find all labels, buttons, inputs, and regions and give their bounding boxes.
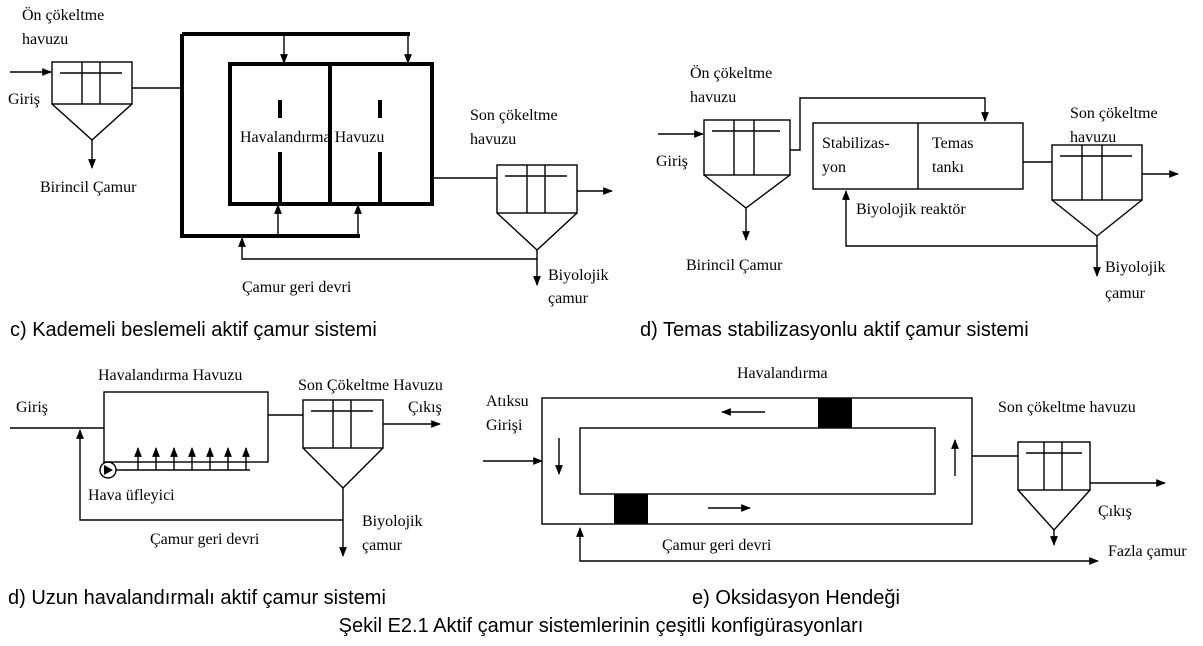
d1-stabilization-label-1: Stabilizas- [822,135,890,152]
c-caption: c) Kademeli beslemeli aktif çamur sistem… [10,319,377,341]
e-recycle-label: Çamur geri devri [662,537,772,554]
c-final-settler-label-2: havuzu [470,131,516,148]
e-inlet-label-2: Girişi [486,417,523,434]
d1-final-settler-label-1: Son çökeltme [1070,105,1158,122]
c-step-feed-header [180,32,410,238]
d1-bio-sludge-label-2: çamur [1105,285,1146,302]
e-final-settler [1017,441,1091,532]
c-recycle-line [238,237,537,260]
e-inlet-label-1: Atıksu [486,393,529,410]
c-primary-settler-label-1: Ön çökeltme [22,6,104,24]
d1-primary-settler [703,119,791,209]
d2-bio-sludge-label-1: Biyolojik [362,513,422,530]
d1-reactor-label: Biyolojik reaktör [856,201,966,218]
d2-bio-sludge-label-2: çamur [362,537,403,554]
d1-feed-line [790,97,989,151]
d1-stabilization-label-2: yon [822,159,846,176]
d1-final-settler-label-2: havuzu [1070,129,1116,146]
d1-recycle-line [842,190,1097,247]
d1-bio-sludge-label-1: Biyolojik [1105,259,1165,276]
d1-contact-tank-label-1: Temas [932,135,974,152]
d2-recycle-line [76,429,343,521]
d2-final-settler [302,399,384,489]
d1-inlet-label: Giriş [656,153,688,170]
panel-c: Ön çökeltme havuzu Giriş Birincil Çamur … [8,6,613,341]
c-inlet-label: Giriş [8,91,40,108]
c-final-settler-label-1: Son çökeltme [470,107,558,124]
d1-bio-reactor [812,122,1024,190]
blower-icon [99,461,122,479]
d2-outlet-label: Çıkış [408,399,442,416]
c-aeration-tank-label: Havalandırma Havuzu [240,129,384,146]
e-aeration-label: Havalandırma [737,365,828,382]
c-bio-sludge-label-2: çamur [548,290,589,307]
d2-aeration-tank [103,391,269,463]
c-primary-settler-label-2: havuzu [22,31,68,48]
panel-e-oxidation-ditch: Havalandırma Atıksu Girişi Son çökeltme … [483,365,1187,609]
d2-blower-label: Hava üfleyici [88,487,175,504]
c-recycle-label: Çamur geri devri [242,279,352,296]
e-final-settler-label: Son çökeltme havuzu [998,399,1136,416]
d1-caption: d) Temas stabilizasyonlu aktif çamur sis… [640,319,1029,341]
e-rotor-aerator-top [818,398,852,428]
panel-d-extended-aeration: Havalandırma Havuzu Giriş Hava üfleyici … [8,367,443,609]
c-primary-settler [51,61,133,141]
panel-d-contact-stabilization: Ön çökeltme havuzu Giriş Birincil Çamur … [640,64,1179,341]
figure-caption: Şekil E2.1 Aktif çamur sistemlerinin çeş… [339,615,864,637]
e-recycle-line [576,527,1054,562]
d2-caption: d) Uzun havalandırmalı aktif çamur siste… [8,587,386,609]
c-bio-sludge-label-1: Biyolojik [548,267,608,284]
e-outlet-label: Çıkış [1098,503,1132,520]
d1-final-settler [1051,144,1143,237]
e-excess-sludge-label: Fazla çamur [1108,543,1187,560]
d2-final-settler-label: Son Çökeltme Havuzu [298,377,443,394]
c-aeration-tank [228,62,434,206]
d2-diffuser-arrows [122,447,250,471]
e-rotor-aerator-bottom [614,494,648,524]
d2-inlet-label: Giriş [16,399,48,416]
d1-primary-sludge-label: Birincil Çamur [686,257,783,274]
d2-recycle-label: Çamur geri devri [150,531,260,548]
d1-primary-settler-label-1: Ön çökeltme [690,64,772,82]
c-primary-sludge-label: Birincil Çamur [40,179,137,196]
c-final-settler [496,164,578,251]
e-ditch-loop [541,397,973,525]
d2-aeration-tank-label: Havalandırma Havuzu [98,367,242,384]
d1-contact-tank-label-2: tankı [932,159,965,176]
e-caption: e) Oksidasyon Hendeği [692,587,900,609]
d1-primary-settler-label-2: havuzu [690,89,736,106]
